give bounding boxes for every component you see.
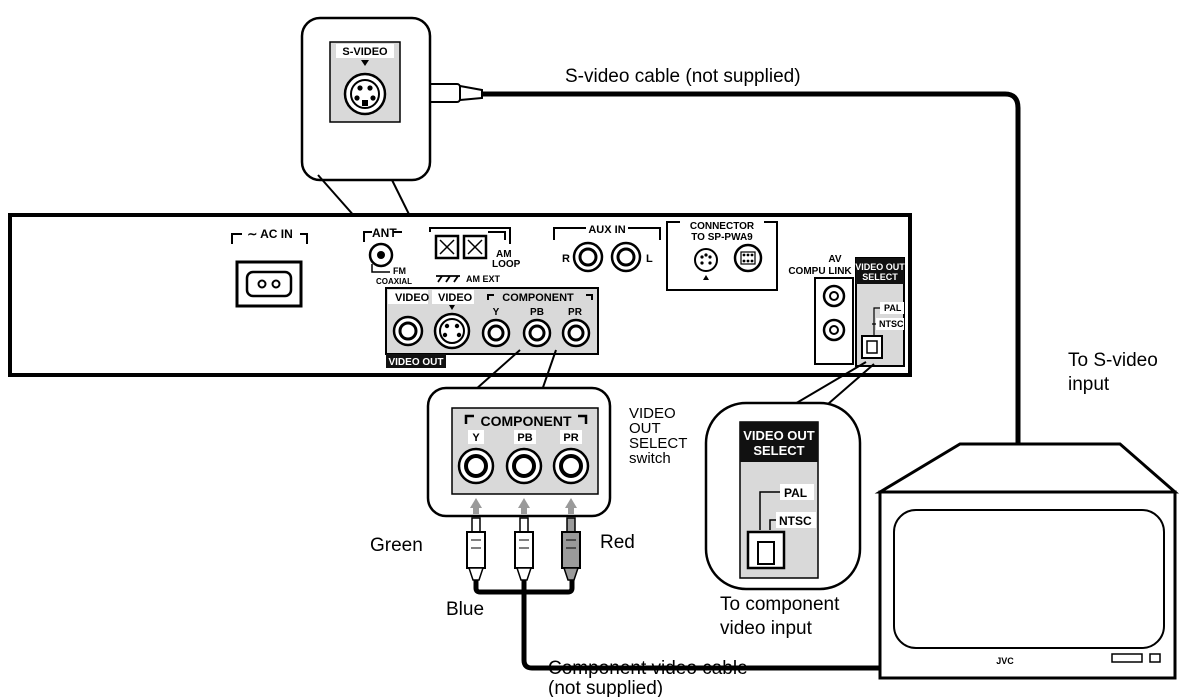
panel-pb-label: PB	[530, 307, 544, 318]
loop-label: LOOP	[492, 259, 521, 270]
tv-monitor: JVC	[874, 442, 1179, 680]
panel-s-video-label: VIDEO	[438, 292, 473, 304]
component-arrows	[470, 498, 577, 514]
component-plug-red	[561, 517, 581, 581]
component-cable-line	[473, 580, 880, 671]
red-label: Red	[600, 532, 635, 553]
connector-to-label: TO SP-PWA9	[691, 232, 753, 243]
panel-video-out-select-label-2: SELECT	[862, 272, 898, 282]
select-callout-panel: VIDEO OUT SELECT PAL NTSC	[739, 421, 819, 579]
fm-label: FM	[393, 266, 406, 276]
connector-section: CONNECTOR TO SP-PWA9	[666, 218, 778, 291]
to-svideo-label-2: input	[1068, 374, 1110, 395]
select-pointer-left	[787, 361, 867, 409]
callout-component-label: COMPONENT	[481, 413, 572, 429]
connector-jack-small	[694, 248, 718, 272]
s-video-cable-label: S-video cable (not supplied)	[565, 66, 801, 87]
callout-s-video-label: S-VIDEO	[342, 46, 388, 58]
panel-ntsc-label: NTSC	[879, 319, 904, 329]
component-cable-label-1: Component video cable	[548, 658, 748, 679]
tv-screen	[893, 509, 1165, 649]
panel-y-label: Y	[493, 307, 500, 318]
component-plug-blue	[514, 517, 534, 581]
panel-video-out-select-label-1: VIDEO OUT	[855, 262, 905, 272]
panel-pal-label: PAL	[884, 303, 902, 313]
compu-link-jack-2	[822, 318, 846, 342]
video-out-block: VIDEO VIDEO COMPONENT Y PB PR VIDEO OUT	[385, 287, 599, 368]
callout-pr-label: PR	[563, 432, 578, 444]
select-pointer-right	[827, 363, 875, 405]
to-component-label-1: To component	[720, 594, 840, 615]
connector-jack-large	[733, 243, 763, 273]
connector-label: CONNECTOR	[690, 221, 755, 232]
blue-label: Blue	[446, 599, 484, 620]
aux-r-label: R	[562, 253, 570, 265]
select-switch-label-1: VIDEO	[629, 405, 676, 422]
select-switch-label-3: SELECT	[629, 435, 687, 452]
ac-in-label: ∼ AC IN	[247, 227, 293, 241]
to-svideo-label-1: To S-video	[1068, 350, 1158, 371]
s-video-cable-line	[482, 91, 1021, 445]
am-ext-label: AM EXT	[466, 274, 501, 284]
panel-video-label: VIDEO	[395, 292, 430, 304]
compu-link-label: COMPU LINK	[788, 266, 852, 277]
video-out-select-panel: VIDEO OUT SELECT PAL NTSC	[855, 257, 905, 367]
aux-in-section: AUX IN R L	[553, 222, 661, 273]
panel-pr-label: PR	[568, 307, 583, 318]
compu-link-jack-1	[822, 284, 846, 308]
antenna-label: ANT	[372, 226, 397, 240]
callout-ntsc-label: NTSC	[779, 514, 812, 528]
tv-brand-logo: JVC	[996, 656, 1014, 666]
select-switch-label-4: switch	[629, 450, 671, 467]
callout-select-label-2: SELECT	[753, 443, 804, 458]
callout-pb-label: PB	[517, 432, 532, 444]
antenna-section: ANT FM COAXIAL AM LOOP AM EXT	[363, 226, 521, 286]
ac-in-section: ∼ AC IN	[231, 227, 308, 308]
to-component-label-2: video input	[720, 618, 813, 639]
panel-component-label: COMPONENT	[502, 292, 574, 304]
aux-l-label: L	[646, 253, 653, 265]
select-switch-label-2: OUT	[629, 420, 661, 437]
am-label: AM	[496, 249, 512, 260]
aux-in-label: AUX IN	[588, 224, 625, 236]
component-cable-label-2: (not supplied)	[548, 678, 663, 697]
component-plug-green	[466, 517, 486, 581]
callout-y-label: Y	[472, 432, 480, 444]
callout-select-label-1: VIDEO OUT	[743, 428, 815, 443]
av-label: AV	[828, 254, 841, 265]
coaxial-label: COAXIAL	[376, 277, 412, 286]
panel-video-out-label: VIDEO OUT	[388, 357, 443, 368]
callout-pal-label: PAL	[784, 486, 807, 500]
av-compu-link-section: AV COMPU LINK	[788, 254, 854, 365]
callout-s-video-jack	[343, 72, 387, 116]
green-label: Green	[370, 535, 423, 556]
